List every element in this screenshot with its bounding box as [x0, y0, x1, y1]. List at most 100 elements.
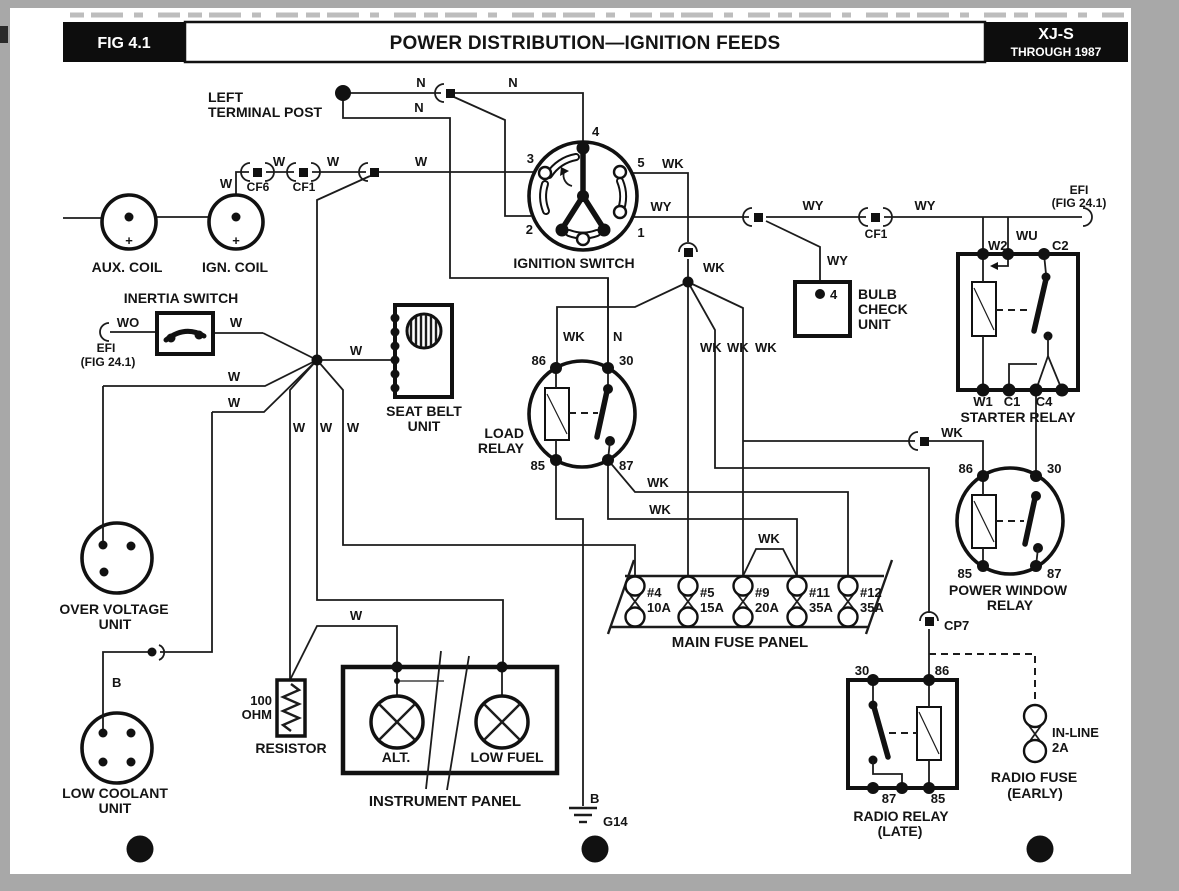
radio-relay-label-1: RADIO RELAY	[853, 808, 949, 824]
wire-wk: WK	[941, 425, 963, 440]
terminal-30: 30	[619, 353, 633, 368]
terminal-87: 87	[1047, 566, 1061, 581]
wire-w: W	[230, 315, 243, 330]
low-coolant-label-1: LOW COOLANT	[62, 785, 168, 801]
inline-fuse-label-1: IN-LINE	[1052, 725, 1099, 740]
ignition-switch-label: IGNITION SWITCH	[513, 255, 634, 271]
wire-wk: WK	[727, 340, 749, 355]
fuse-id: #4	[647, 585, 662, 600]
power-window-relay: 86 30 85 87 POWER WINDOW RELAY	[949, 461, 1068, 613]
terminal-4: 4	[592, 124, 600, 139]
wire-wk: WK	[755, 340, 777, 355]
main-fuse-panel-label: MAIN FUSE PANEL	[672, 634, 808, 651]
power-window-label-1: POWER WINDOW	[949, 582, 1068, 598]
fig-number: FIG 4.1	[97, 35, 150, 52]
low-coolant-unit: LOW COOLANT UNIT	[62, 711, 168, 816]
wire-w: W	[293, 420, 306, 435]
radio-relay-label-2: (LATE)	[878, 823, 923, 839]
panel-break-line	[446, 655, 470, 791]
terminal-86: 86	[935, 663, 949, 678]
efi-ref-label: EFI	[1070, 183, 1089, 197]
wire-wo: WO	[117, 315, 139, 330]
terminal-3: 3	[527, 151, 534, 166]
bulb-check-terminal: 4	[830, 287, 838, 302]
wk-bullet-connector-right	[908, 431, 929, 451]
fuse-12: #12 35A	[837, 575, 884, 628]
terminal-c2: C2	[1052, 238, 1069, 253]
cf1-connector	[286, 162, 321, 182]
fuse-rating: 35A	[809, 600, 833, 615]
left-terminal-post-label-2: TERMINAL POST	[208, 104, 323, 120]
seat-belt-unit: SEAT BELT UNIT	[386, 303, 462, 434]
efi-fig-label: (FIG 24.1)	[81, 355, 136, 369]
connector-cf1-label: CF1	[293, 180, 316, 194]
wire-wy: WY	[651, 199, 672, 214]
wire-wk: WK	[647, 475, 669, 490]
ground-label: G14	[603, 814, 628, 829]
ign-coil-label: IGN. COIL	[202, 259, 269, 275]
over-voltage-label-1: OVER VOLTAGE	[59, 601, 168, 617]
wire-code-labels: LEFT TERMINAL POST N N N W W W W CF6 CF1…	[81, 75, 1107, 690]
wk-inline-connector	[678, 242, 698, 257]
bulb-check-label-1: BULB	[858, 286, 897, 302]
header-fig-box	[63, 22, 185, 62]
efi-ref-label: EFI	[97, 341, 116, 355]
resistor-zigzag-icon	[280, 683, 302, 732]
bullet-connector	[358, 162, 379, 182]
load-relay: 86 30 85 87 LOAD RELAY	[478, 353, 637, 473]
wiring	[63, 92, 1082, 806]
wk-junction-dot	[682, 276, 694, 288]
connector-cf6-label: CF6	[247, 180, 270, 194]
fuse-5: #5 15A	[677, 575, 724, 628]
bulb-check-unit: 4 BULB CHECK UNIT	[793, 280, 908, 338]
left-terminal-post-label-1: LEFT	[208, 89, 243, 105]
ignition-switch: 4 3 2 5 1 IGNITION SWITCH	[513, 124, 644, 271]
wire-n: N	[414, 100, 423, 115]
seat-belt-label-2: UNIT	[408, 418, 441, 434]
wire-w: W	[228, 395, 241, 410]
terminal-87: 87	[882, 791, 896, 806]
terminal-30: 30	[1047, 461, 1061, 476]
inline-connector	[434, 83, 455, 103]
scan-edge-artifact	[0, 26, 8, 43]
header: FIG 4.1 POWER DISTRIBUTION—IGNITION FEED…	[63, 20, 1128, 64]
wire-b: B	[590, 791, 599, 806]
header-model-box	[985, 22, 1128, 62]
cf6-connector	[240, 162, 275, 182]
wire-b: B	[112, 675, 121, 690]
terminal-1: 1	[637, 225, 644, 240]
wy-bullet-connector	[742, 207, 763, 227]
resistor: 100 OHM RESISTOR	[242, 678, 327, 756]
power-window-label-2: RELAY	[987, 597, 1034, 613]
fuse-4: #4 10A	[624, 575, 671, 628]
terminal-w1: W1	[973, 394, 993, 409]
header-title-bar	[183, 20, 987, 64]
wire-wk: WK	[649, 502, 671, 517]
bulb-check-label-2: CHECK	[858, 301, 908, 317]
low-fuel-lamp-icon	[474, 694, 530, 750]
model-name: XJ-S	[1038, 26, 1074, 43]
wire-w: W	[327, 154, 340, 169]
resistor-label: RESISTOR	[255, 740, 326, 756]
fuse-id: #12	[860, 585, 882, 600]
starter-relay-label: STARTER RELAY	[960, 409, 1076, 425]
ign-coil: + IGN. COIL	[202, 193, 269, 275]
w-junction-dot	[311, 354, 323, 366]
bulb-check-label-3: UNIT	[858, 316, 891, 332]
connector-cp7-label: CP7	[944, 618, 969, 633]
fuse-rating: 10A	[647, 600, 671, 615]
fuse-id: #11	[809, 585, 830, 600]
terminal-2: 2	[526, 222, 533, 237]
over-voltage-unit: OVER VOLTAGE UNIT	[59, 521, 169, 632]
cp7-connector	[919, 611, 939, 626]
starter-relay: W2 WU C2 W1 C1 C4 STARTER RELAY	[956, 228, 1080, 425]
connector-cf1-label: CF1	[865, 227, 888, 241]
instrument-panel: ALT. LOW FUEL INSTRUMENT PANEL	[340, 650, 560, 810]
punch-hole-dot	[126, 835, 154, 863]
panel-break-line	[425, 650, 442, 790]
instrument-panel-label: INSTRUMENT PANEL	[369, 793, 521, 810]
fuse-rating: 15A	[700, 600, 724, 615]
plus-sign: +	[125, 233, 133, 248]
